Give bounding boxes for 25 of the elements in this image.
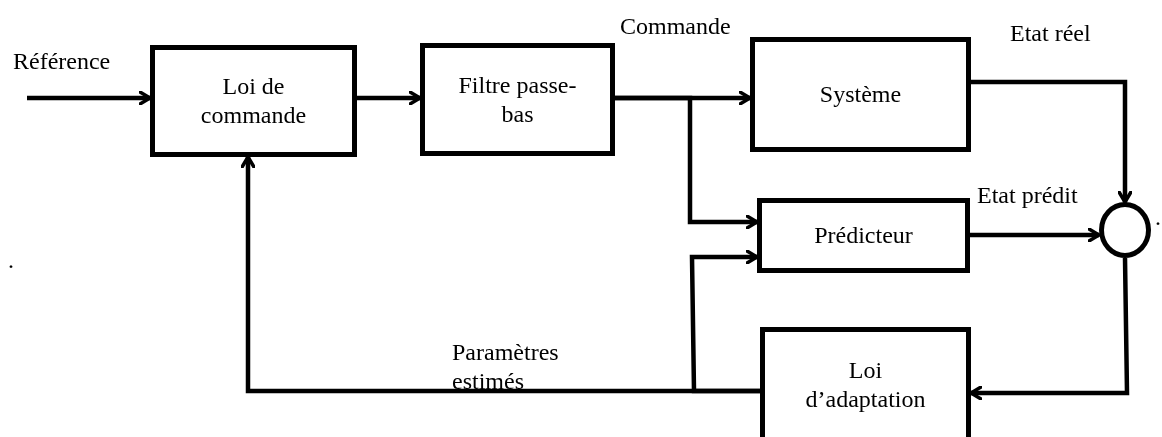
arrow <box>689 249 760 394</box>
summing-circle <box>1099 202 1151 258</box>
box-label: Filtre passe-bas <box>457 70 578 129</box>
edge-label: Etat réel <box>1010 19 1091 48</box>
edge-label: Paramètres estimés <box>452 338 560 396</box>
arrow <box>969 257 1130 401</box>
arrow <box>357 90 422 106</box>
box-label: Prédicteur <box>814 221 913 250</box>
arrow <box>971 79 1133 204</box>
process-box <box>420 43 615 156</box>
arrow <box>27 90 152 106</box>
process-box <box>760 327 971 437</box>
stray-mark: . <box>1155 205 1161 229</box>
box-label: Loi d’adaptation <box>804 355 927 414</box>
arrow <box>615 95 759 230</box>
process-box <box>150 45 357 157</box>
stray-mark: . <box>8 248 14 272</box>
box-label: Loi de commande <box>199 72 308 130</box>
arrow <box>970 227 1101 243</box>
edge-label: Etat prédit <box>977 181 1078 210</box>
process-box <box>757 198 970 273</box>
edge-label: Commande <box>620 12 731 41</box>
box-label: Système <box>819 80 902 109</box>
edge-label: Référence <box>13 47 111 76</box>
process-box <box>750 37 971 152</box>
